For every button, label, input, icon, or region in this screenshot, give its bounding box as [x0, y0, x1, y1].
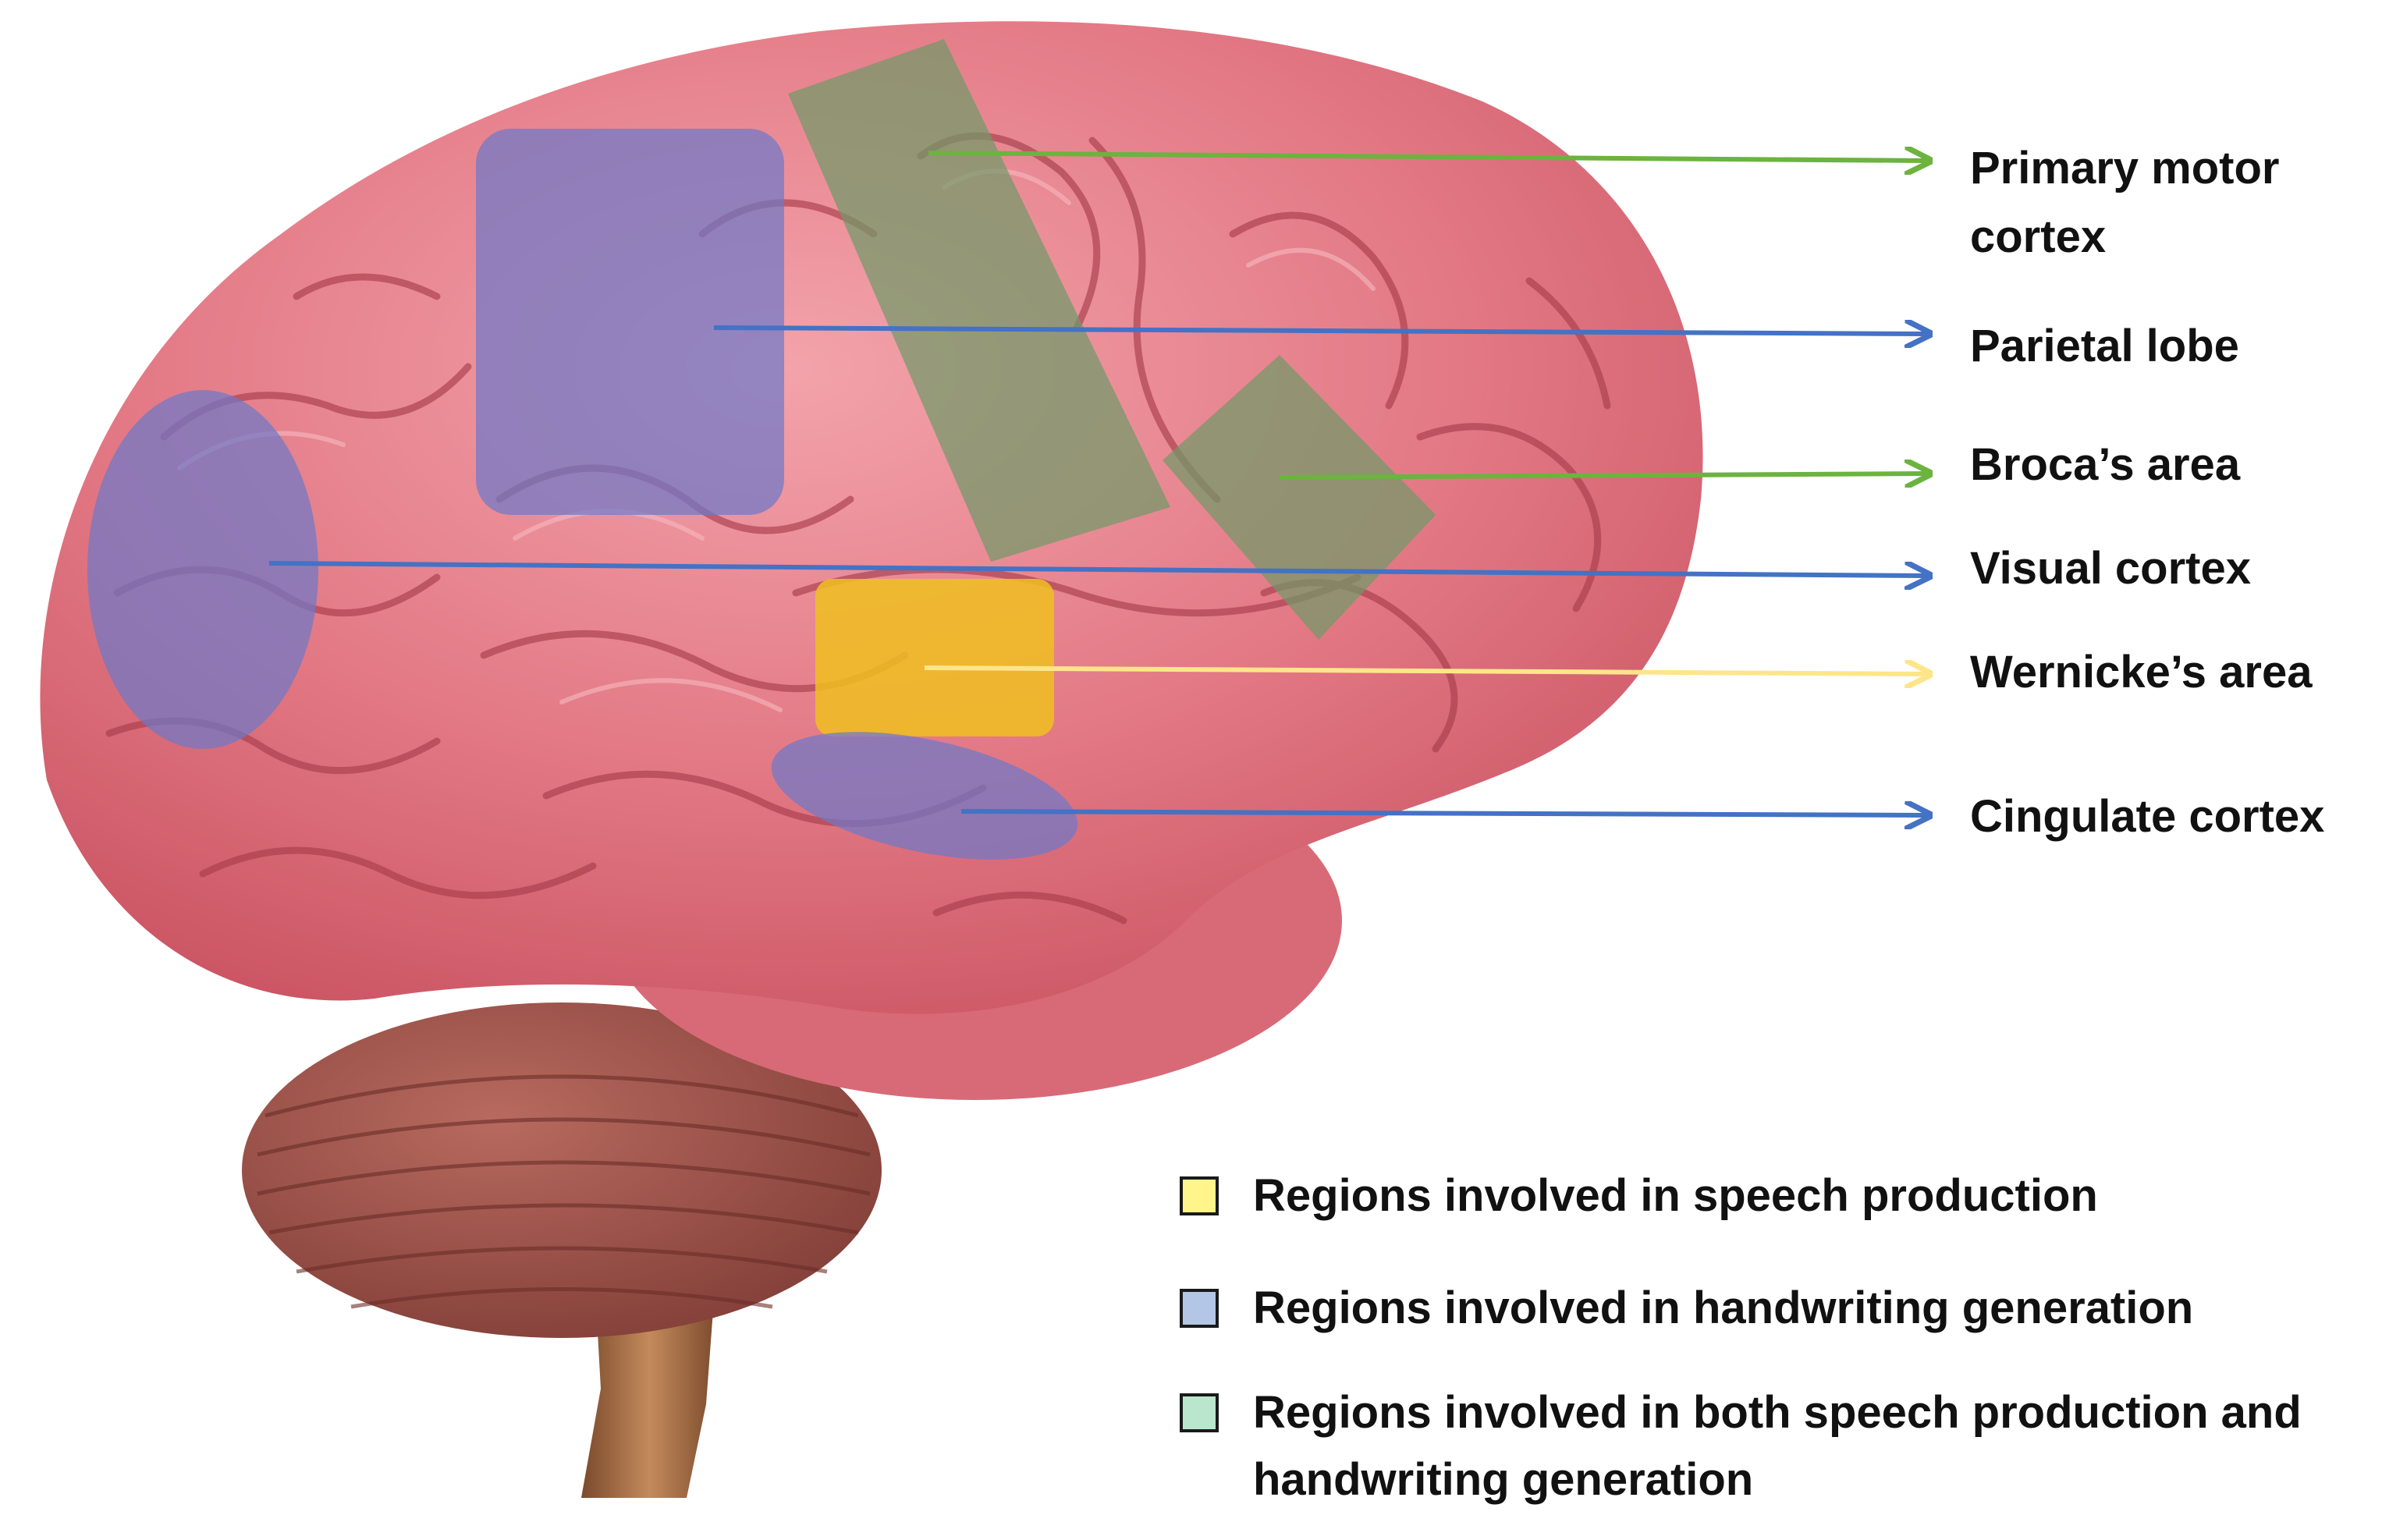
arrow-wernicke	[924, 668, 1927, 674]
cerebellum-folds	[257, 1074, 871, 1309]
arrow-visual	[268, 561, 1927, 576]
overlay-parietal-lobe	[476, 129, 784, 515]
label-parietal-lobe: Parietal lobe	[1970, 321, 2239, 371]
label-visual-cortex: Visual cortex	[1970, 543, 2252, 594]
legend-swatch-both	[1180, 1393, 1219, 1432]
legend-swatch-speech	[1180, 1176, 1219, 1215]
label-broca-area: Broca’s area	[1970, 439, 2241, 490]
legend-text-both: Regions involved in both speech producti…	[1253, 1387, 2302, 1505]
legend-text-speech: Regions involved in speech production	[1253, 1170, 2098, 1221]
arrow-primary-motor	[928, 153, 1927, 161]
overlay-primary-motor-cortex	[788, 39, 1170, 562]
overlay-broca-area	[1163, 355, 1436, 640]
arrow-parietal	[713, 328, 1927, 334]
arrow-broca	[1279, 474, 1927, 477]
label-primary-motor-cortex: Primary motor cortex	[1970, 143, 2280, 262]
legend-text-handwriting: Regions involved in handwriting generati…	[1253, 1283, 2194, 1333]
arrow-cingulate	[960, 811, 1927, 815]
overlay-wernicke-area	[815, 579, 1054, 736]
label-cingulate-cortex: Cingulate cortex	[1970, 791, 2325, 842]
label-wernicke-area: Wernicke’s area	[1970, 647, 2313, 697]
legend-swatch-handwriting	[1180, 1289, 1219, 1328]
cerebrum	[40, 21, 1703, 1014]
overlay-visual-cortex	[87, 390, 318, 749]
overlay-cingulate-cortex	[771, 732, 1078, 860]
